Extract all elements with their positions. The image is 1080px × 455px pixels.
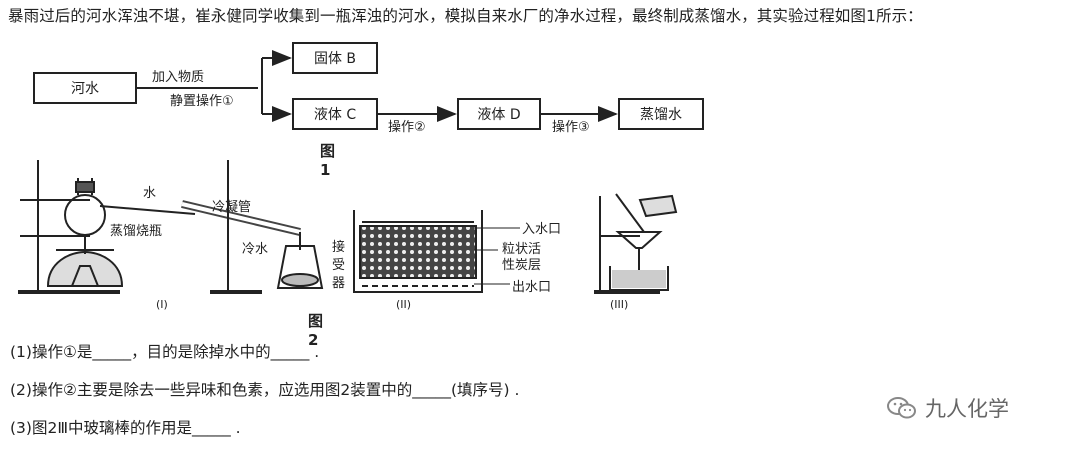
- question-3: (3)图2Ⅲ中玻璃棒的作用是_____ .: [10, 419, 241, 437]
- liquid-c-box: 液体 C: [292, 98, 378, 130]
- outlet-label: 出水口: [512, 280, 552, 295]
- flask-label: 蒸馏烧瓶: [110, 224, 163, 239]
- question-2: (2)操作②主要是除去一些异味和色素，应选用图2装置中的_____(填序号) .: [10, 381, 520, 399]
- carbon-label-2: 性炭层: [502, 258, 542, 273]
- condenser-label: 冷凝管: [212, 200, 252, 215]
- op2-label: 操作②: [388, 120, 426, 135]
- apparatus-III-label: (III): [610, 298, 629, 311]
- figure-1-arrows: [137, 50, 618, 122]
- river-water-box: 河水: [33, 72, 137, 104]
- step-settle-label: 静置: [170, 94, 197, 109]
- water-label: 水: [143, 186, 157, 201]
- solid-b-box: 固体 B: [292, 42, 378, 74]
- figure-1-caption: 图1: [320, 142, 336, 179]
- cool-water-label: 冷水: [242, 242, 269, 257]
- question-1: (1)操作①是_____，目的是除掉水中的_____ .: [10, 343, 320, 361]
- figure-2-drawing: [18, 160, 678, 294]
- intro-text: 暴雨过后的河水浑浊不堪，崔永健同学收集到一瓶浑浊的河水，模拟自来水厂的净水过程，…: [8, 7, 923, 25]
- apparatus-I-label: (I): [156, 298, 168, 311]
- figure-2-caption: 图2: [308, 312, 324, 349]
- op1-label: 操作①: [196, 94, 234, 109]
- carbon-label-1: 粒状活: [502, 242, 542, 257]
- distillation-apparatus: [18, 160, 324, 294]
- receiver-label-3: 器: [332, 276, 346, 291]
- carbon-filter-apparatus: [353, 210, 520, 293]
- op3-label: 操作③: [552, 120, 590, 135]
- filtration-apparatus: [594, 193, 678, 294]
- watermark-text: 九人化学: [925, 397, 1009, 421]
- apparatus-II-label: (II): [396, 298, 412, 311]
- receiver-label-1: 接: [332, 240, 346, 255]
- wechat-icon: [887, 396, 917, 425]
- distilled-water-box: 蒸馏水: [618, 98, 704, 130]
- watermark: 九人化学: [887, 393, 1009, 425]
- receiver-label-2: 受: [332, 258, 346, 273]
- liquid-d-box: 液体 D: [457, 98, 541, 130]
- inlet-label: 入水口: [522, 222, 562, 237]
- step-add-label: 加入物质: [152, 70, 205, 85]
